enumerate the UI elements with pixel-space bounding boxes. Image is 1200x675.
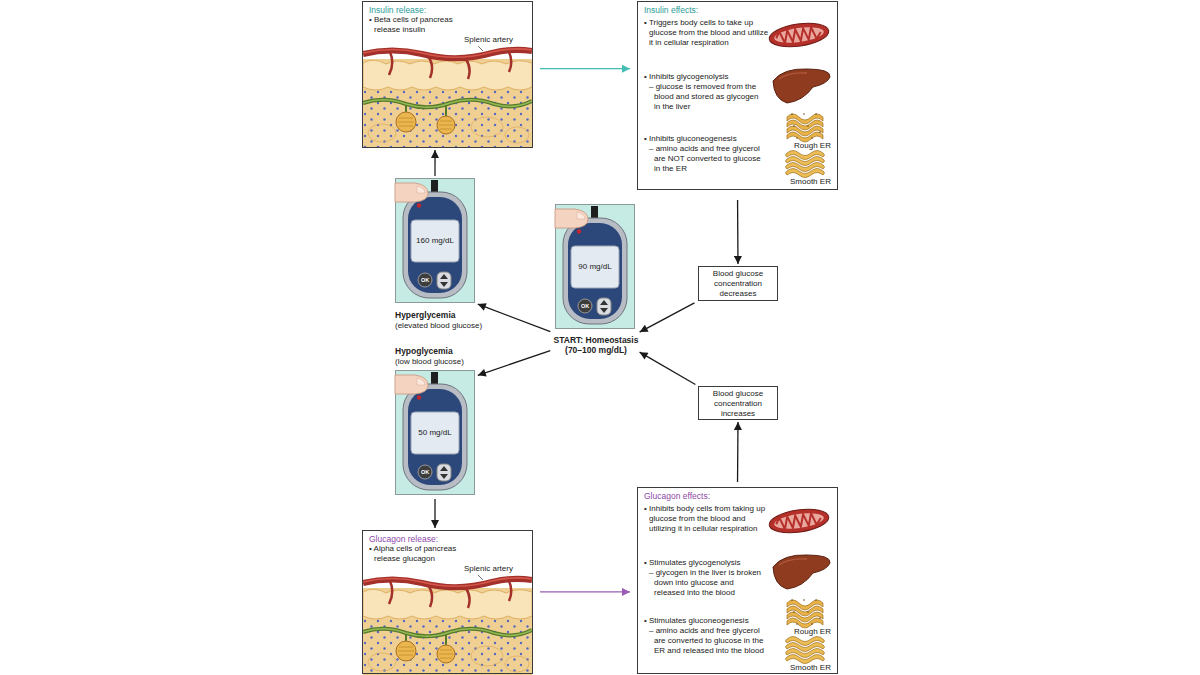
flow-arrow <box>540 591 630 592</box>
effects-box: Insulin effects: • Triggers body cells to… <box>637 1 838 190</box>
part-label: Smooth ER <box>790 177 836 187</box>
bullet-text: • Beta cells of pancreas release insulin <box>369 15 479 35</box>
glucose-meter-illustration <box>395 371 475 495</box>
hormone-release-box: Glucagon release:• Alpha cells of pancre… <box>362 530 533 674</box>
box-heading: Glucagon effects: <box>644 491 794 501</box>
bullet-text: • Alpha cells of pancreas release glucag… <box>369 544 479 564</box>
flow-arrow <box>434 499 435 528</box>
sub-text: – amino acids and free glycerol are NOT … <box>649 144 766 174</box>
state-label: Hyperglycemia <box>395 310 515 320</box>
pancreas-illustration <box>363 46 532 147</box>
meter-reading: 160 mg/dL <box>411 236 459 246</box>
hormone-release-box: Insulin release:• Beta cells of pancreas… <box>362 1 533 148</box>
flow-arrow <box>478 304 551 332</box>
process-text: Blood glucose concentration decreases <box>701 269 775 299</box>
flow-arrow <box>737 422 739 482</box>
process-box: Blood glucose concentration increases <box>698 386 778 420</box>
bullet-text: • Triggers body cells to take up glucose… <box>644 18 769 48</box>
glucose-meter: 90 mg/dLOKSTART: Homeostasis (70–100 mg/… <box>555 204 637 360</box>
process-box: Blood glucose concentration decreases <box>698 266 778 301</box>
button-label: OK <box>578 302 592 310</box>
part-label: Rough ER <box>794 141 838 151</box>
flow-arrow <box>640 352 696 384</box>
part-label: Rough ER <box>794 627 838 637</box>
pancreas-illustration <box>363 575 532 675</box>
state-label: START: Homeostasis (70–100 mg/dL) <box>546 335 646 355</box>
box-heading: Insulin effects: <box>644 5 794 15</box>
bullet-text: • Inhibits gluconeogenesis <box>644 134 769 144</box>
meter-reading: 90 mg/dL <box>571 262 619 272</box>
state-label: (low blood glucose) <box>395 357 515 367</box>
flow-arrow <box>434 150 435 176</box>
glucose-meter-illustration <box>395 179 475 303</box>
part-label: Splenic artery <box>464 35 524 45</box>
bullet-text: • Stimulates glycogenolysis <box>644 558 769 568</box>
organelle-illustration <box>768 20 830 178</box>
part-label: Smooth ER <box>790 663 836 673</box>
flow-arrow <box>478 351 550 376</box>
button-label: OK <box>418 276 432 284</box>
glucose-meter-illustration <box>555 205 635 329</box>
button-label: OK <box>418 468 432 476</box>
bullet-text: • Inhibits glycogenolysis <box>644 72 769 82</box>
part-label: Splenic artery <box>464 564 524 574</box>
process-text: Blood glucose concentration increases <box>701 389 775 419</box>
organelle-illustration <box>768 506 830 664</box>
flow-arrow <box>640 303 695 332</box>
sub-text: – glycogen in the liver is broken down i… <box>649 568 766 598</box>
meter-reading: 50 mg/dL <box>411 428 459 438</box>
flow-arrow <box>540 68 630 69</box>
flow-arrow <box>737 200 739 264</box>
glucose-meter: 160 mg/dLOKHyperglycemia(elevated blood … <box>395 178 475 303</box>
state-label: Hypoglycemia <box>395 346 515 356</box>
sub-text: – amino acids and free glycerol are conv… <box>649 626 766 656</box>
glucose-meter: Hypoglycemia(low blood glucose)50 mg/dLO… <box>395 370 475 495</box>
bullet-text: • Stimulates gluconeogenesis <box>644 616 769 626</box>
sub-text: – glucose is removed from the blood and … <box>649 82 766 112</box>
bullet-text: • Inhibits body cells from taking up glu… <box>644 504 769 534</box>
box-heading: Insulin release: <box>369 5 529 15</box>
state-label: (elevated blood glucose) <box>395 321 515 331</box>
effects-box: Glucagon effects: • Inhibits body cells f… <box>637 487 838 674</box>
box-heading: Glucagon release: <box>369 534 529 544</box>
